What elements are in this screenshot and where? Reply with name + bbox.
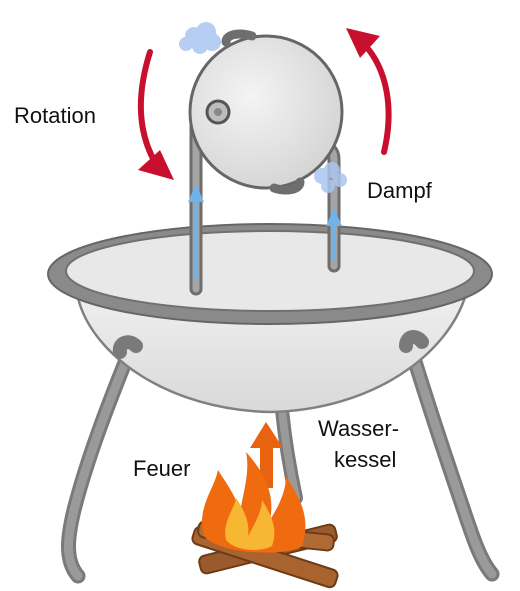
aeolipile-sphere xyxy=(188,34,344,190)
kettle-label-line2: kessel xyxy=(334,447,397,472)
steam-puff-top xyxy=(179,22,221,54)
fire-label: Feuer xyxy=(133,456,191,481)
leg-hooks xyxy=(112,330,429,359)
kettle-rim-inner xyxy=(65,230,475,312)
steam-arrow-right-head xyxy=(326,208,342,226)
steam-arrows xyxy=(188,184,342,280)
rotation-arrow-right xyxy=(359,39,392,155)
nozzle-bottom xyxy=(269,177,305,195)
kettle-label-line1: Wasser- xyxy=(318,416,400,441)
kettle-bowl xyxy=(76,292,468,414)
flame-inner xyxy=(225,498,275,550)
nozzle-top xyxy=(221,29,257,47)
rotation-arrows xyxy=(137,28,392,180)
rotation-label: Rotation xyxy=(14,103,96,128)
leg-right-inner xyxy=(405,340,497,579)
rotation-arrow-left-head xyxy=(138,150,174,180)
leg-back-inner xyxy=(278,406,300,502)
steam-puff-bottom xyxy=(314,162,347,193)
rotation-arrow-right-head xyxy=(346,28,380,58)
tripod-legs xyxy=(61,337,500,584)
rotation-arrow-left xyxy=(137,49,159,167)
fire-flames xyxy=(201,452,306,553)
steam-arrow-left-head xyxy=(188,184,204,202)
leg-left-inner xyxy=(64,350,133,581)
steam-label: Dampf xyxy=(367,178,432,203)
